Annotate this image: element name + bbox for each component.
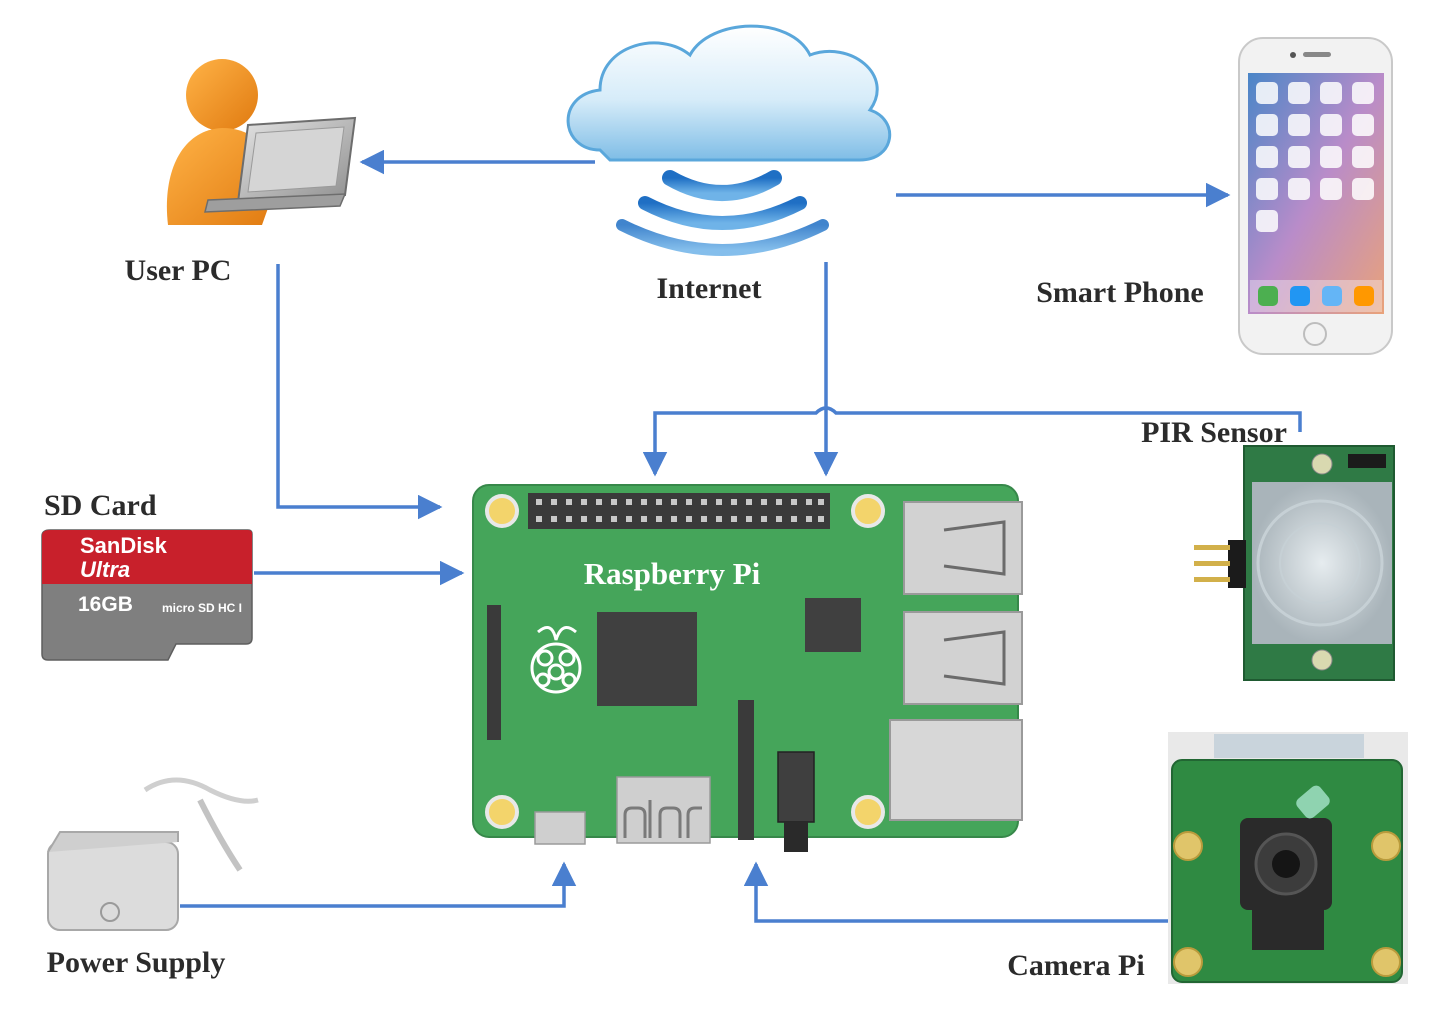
camera-pi-icon xyxy=(1168,732,1408,984)
smart-phone-icon xyxy=(1238,37,1393,355)
sd-card-brand: SanDisk xyxy=(80,533,168,558)
arrow-user-pc-to-raspberry-pi xyxy=(276,264,443,520)
internet-cloud-icon xyxy=(566,24,892,256)
sd-card-capacity: 16GB xyxy=(78,593,133,616)
power-supply-icon xyxy=(47,777,259,931)
raspberry-pi-board-icon xyxy=(472,484,1023,852)
internet-label: Internet xyxy=(657,272,762,305)
sd-card-format: micro SD HC I xyxy=(162,601,242,615)
sd-card-label: SD Card xyxy=(44,489,157,522)
arrow-power-supply-to-raspberry-pi xyxy=(180,861,577,908)
arrow-camera-pi-to-raspberry-pi xyxy=(743,861,1172,923)
user-pc-label: User PC xyxy=(125,254,232,287)
smart-phone-label: Smart Phone xyxy=(1036,276,1204,309)
arrow-pir-sensor-to-raspberry-pi xyxy=(642,406,1302,477)
raspberry-pi-label: Raspberry Pi xyxy=(584,556,761,591)
camera-pi-label: Camera Pi xyxy=(1007,949,1144,982)
user-pc-icon xyxy=(166,59,357,225)
pir-sensor-label: PIR Sensor xyxy=(1141,416,1287,449)
sd-card-line: Ultra xyxy=(80,557,130,582)
raspberry-logo-icon xyxy=(530,626,582,694)
connectors xyxy=(180,149,1302,923)
power-supply-label: Power Supply xyxy=(47,946,226,979)
pir-sensor-icon xyxy=(1194,445,1395,681)
gpio-pins xyxy=(536,499,824,522)
sd-card-icon: SanDisk Ultra 16GB micro SD HC I xyxy=(41,529,253,661)
app-icon-grid xyxy=(1256,82,1374,232)
